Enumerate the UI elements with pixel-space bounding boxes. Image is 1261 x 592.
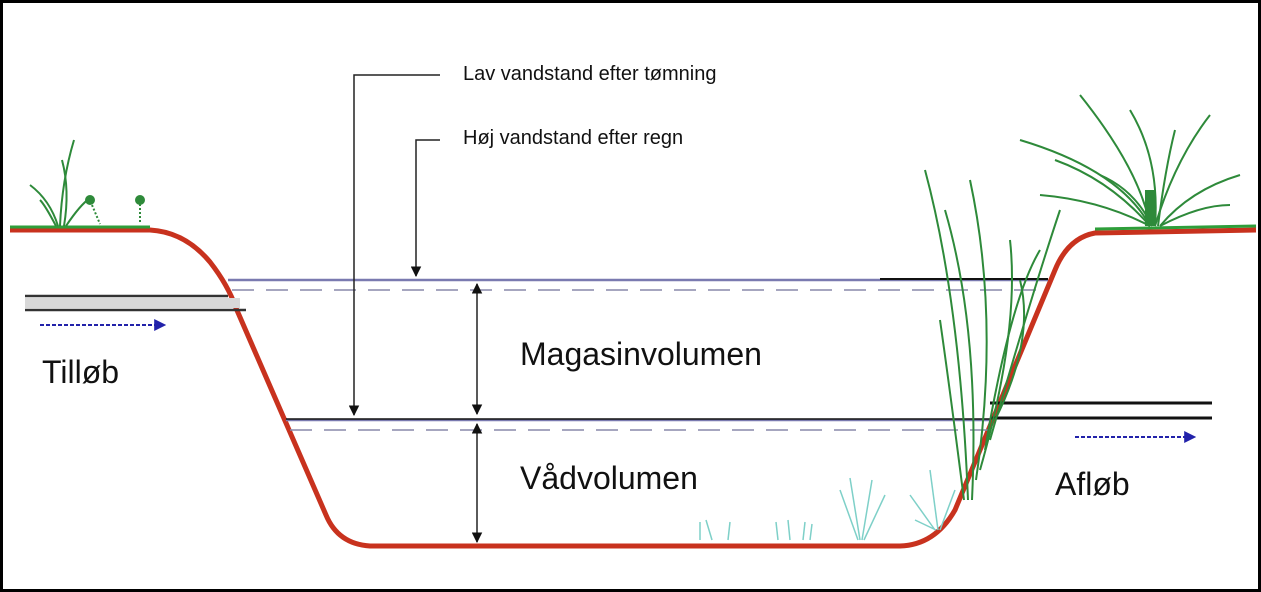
submerged-plants-icon: [699, 469, 956, 541]
reeds-icon: [924, 169, 1061, 501]
outlet-label: Afløb: [1055, 466, 1130, 502]
plant-left-icon: [29, 139, 145, 227]
plant-right-icon: [1019, 94, 1241, 227]
wet-volume-label: Vådvolumen: [520, 460, 698, 496]
storage-volume-label: Magasinvolumen: [520, 336, 762, 372]
inlet-label: Tilløb: [42, 354, 120, 390]
inlet-pipe: [25, 294, 246, 312]
low-level-label: Lav vandstand efter tømning: [463, 63, 717, 85]
low-level-leader: [348, 74, 440, 417]
outlet-pipe: [990, 401, 1212, 420]
high-level-label: Høj vandstand efter regn: [463, 127, 684, 149]
high-level-leader: [410, 139, 440, 278]
pond-profile: [10, 227, 1257, 549]
grass-right: [1094, 224, 1257, 231]
